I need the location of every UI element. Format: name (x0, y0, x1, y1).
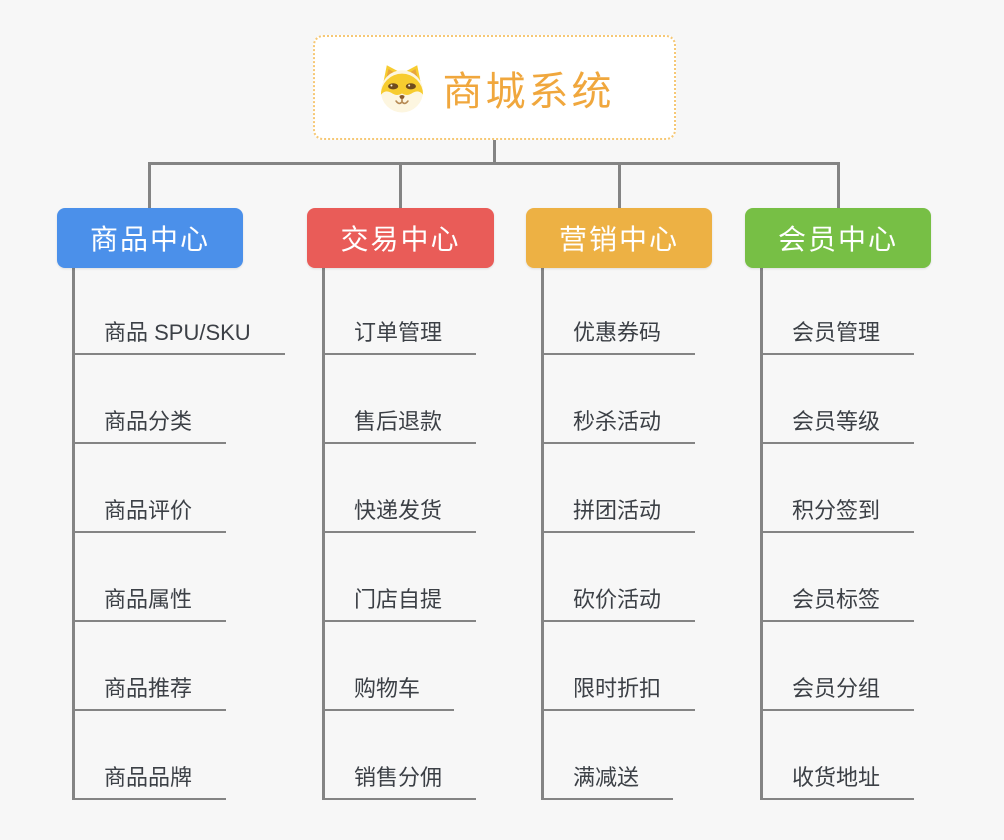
leaf-node[interactable]: 会员管理 (760, 319, 915, 355)
leaf-node[interactable]: 限时折扣 (541, 675, 696, 711)
leaf-node[interactable]: 商品 SPU/SKU (72, 319, 285, 355)
leaf-node[interactable]: 会员等级 (760, 408, 915, 444)
leaf-node[interactable]: 优惠券码 (541, 319, 696, 355)
leaf-node[interactable]: 收货地址 (760, 764, 915, 800)
doge-face-icon (375, 62, 429, 114)
leaf-node[interactable]: 购物车 (322, 675, 455, 711)
leaf-node[interactable]: 快递发货 (322, 497, 477, 533)
leaf-node[interactable]: 售后退款 (322, 408, 477, 444)
branch-spine-member (760, 268, 763, 800)
leaf-node[interactable]: 门店自提 (322, 586, 477, 622)
connector-drop-trade (399, 162, 402, 208)
branch-spine-trade (322, 268, 325, 800)
leaf-node[interactable]: 商品分类 (72, 408, 227, 444)
branch-header-product[interactable]: 商品中心 (57, 208, 243, 268)
leaf-node[interactable]: 会员分组 (760, 675, 915, 711)
leaf-node[interactable]: 订单管理 (322, 319, 477, 355)
leaf-node[interactable]: 满减送 (541, 764, 674, 800)
leaf-node[interactable]: 商品属性 (72, 586, 227, 622)
connector-horizontal-bus (148, 162, 840, 165)
leaf-node[interactable]: 销售分佣 (322, 764, 477, 800)
leaf-node[interactable]: 会员标签 (760, 586, 915, 622)
leaf-node[interactable]: 商品品牌 (72, 764, 227, 800)
leaf-node[interactable]: 积分签到 (760, 497, 915, 533)
leaf-node[interactable]: 秒杀活动 (541, 408, 696, 444)
connector-drop-member (837, 162, 840, 208)
branch-header-member[interactable]: 会员中心 (745, 208, 931, 268)
connector-drop-marketing (618, 162, 621, 208)
branch-spine-marketing (541, 268, 544, 800)
leaf-node[interactable]: 商品评价 (72, 497, 227, 533)
branch-header-trade[interactable]: 交易中心 (307, 208, 494, 268)
root-node[interactable]: 商城系统 (313, 35, 676, 140)
branch-spine-product (72, 268, 75, 800)
leaf-node[interactable]: 商品推荐 (72, 675, 227, 711)
connector-drop-product (148, 162, 151, 208)
connector-root-vertical (493, 140, 496, 163)
root-title: 商城系统 (442, 69, 615, 114)
leaf-node[interactable]: 砍价活动 (541, 586, 696, 622)
leaf-node[interactable]: 拼团活动 (541, 497, 696, 533)
branch-header-marketing[interactable]: 营销中心 (526, 208, 712, 268)
